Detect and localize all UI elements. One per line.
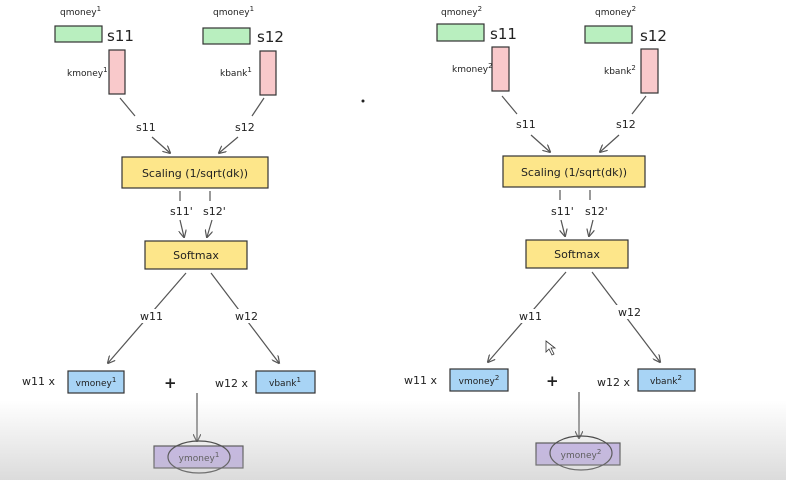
key-label-b: kbank1 <box>220 66 252 79</box>
softmax-box <box>525 239 629 269</box>
scaled-score-b: s12' <box>585 205 608 218</box>
value-box-a <box>449 368 509 392</box>
key-label-a: kmoney1 <box>67 66 108 79</box>
query-label-a: qmoney2 <box>441 5 482 18</box>
score-label-b: s12 <box>257 28 284 46</box>
arrow-key-a <box>501 95 518 115</box>
value-box-a <box>67 370 125 394</box>
score-label-a: s11 <box>107 27 134 45</box>
arrow-key-b <box>251 97 265 117</box>
arrow-to-softmax-a <box>180 219 184 237</box>
arrow-to-softmax-a <box>561 219 565 236</box>
key-box-a <box>491 46 510 92</box>
arrow-key-a <box>119 97 136 117</box>
mouse-cursor-icon <box>545 340 557 356</box>
arrow-to-scaling-a <box>151 136 170 153</box>
arrow-key-b <box>631 95 647 115</box>
value-label-a: vmoney2 <box>459 374 500 387</box>
key-box-b <box>259 50 277 96</box>
score-mid-a: s11 <box>516 118 536 131</box>
stray-dot <box>361 99 365 103</box>
score-label-a: s11 <box>490 25 517 43</box>
scaling-box <box>121 156 269 189</box>
score-label-b: s12 <box>640 27 667 45</box>
arrow-to-softmax-b <box>589 219 593 236</box>
weight-times-a: w11 x <box>22 375 55 388</box>
key-label-a: kmoney2 <box>452 62 493 75</box>
attention-head-1: qmoney1 qmoney1 s11 s12 kmoney1 kbank1 s… <box>22 5 316 474</box>
weight-times-b: w12 x <box>597 376 630 389</box>
arrow-to-scaling-b <box>219 136 239 153</box>
weight-label-b: w12 <box>618 306 641 319</box>
value-label-a: vmoney1 <box>76 376 117 389</box>
key-box-b <box>640 48 659 94</box>
key-box-a <box>108 49 126 95</box>
score-mid-b: s12 <box>616 118 636 131</box>
scaling-box <box>502 155 646 188</box>
softmax-label: Softmax <box>554 248 600 261</box>
weight-label-a: w11 <box>519 310 542 323</box>
value-box-b <box>637 368 696 392</box>
scaled-score-b: s12' <box>203 205 226 218</box>
arrow-to-scaling-a <box>530 134 550 152</box>
score-mid-b: s12 <box>235 121 255 134</box>
value-label-b: vbank1 <box>269 376 301 389</box>
weight-times-b: w12 x <box>215 377 248 390</box>
arrow-to-scaling-b <box>600 134 620 152</box>
query-box-b <box>584 25 633 44</box>
weight-label-b: w12 <box>235 310 258 323</box>
query-box-b <box>202 27 251 45</box>
arrow-to-softmax-b <box>207 219 212 237</box>
value-box-b <box>255 370 316 394</box>
attention-head-2: qmoney2 qmoney2 s11 s12 kmoney2 kbank2 s… <box>404 5 696 471</box>
query-label-b: qmoney1 <box>213 5 254 18</box>
query-label-a: qmoney1 <box>60 5 101 18</box>
scaling-label: Scaling (1/sqrt(dk)) <box>142 167 248 180</box>
scaled-score-a: s11' <box>170 205 193 218</box>
plus-sign: + <box>546 372 559 390</box>
weight-label-a: w11 <box>140 310 163 323</box>
softmax-box <box>144 240 248 270</box>
query-label-b: qmoney2 <box>595 5 636 18</box>
plus-sign: + <box>164 374 177 392</box>
scaling-label: Scaling (1/sqrt(dk)) <box>521 166 627 179</box>
query-box-a <box>436 23 485 42</box>
scaled-score-a: s11' <box>551 205 574 218</box>
score-mid-a: s11 <box>136 121 156 134</box>
query-box-a <box>54 25 103 43</box>
value-label-b: vbank2 <box>650 374 682 387</box>
softmax-label: Softmax <box>173 249 219 262</box>
key-label-b: kbank2 <box>604 64 636 77</box>
weight-times-a: w11 x <box>404 374 437 387</box>
